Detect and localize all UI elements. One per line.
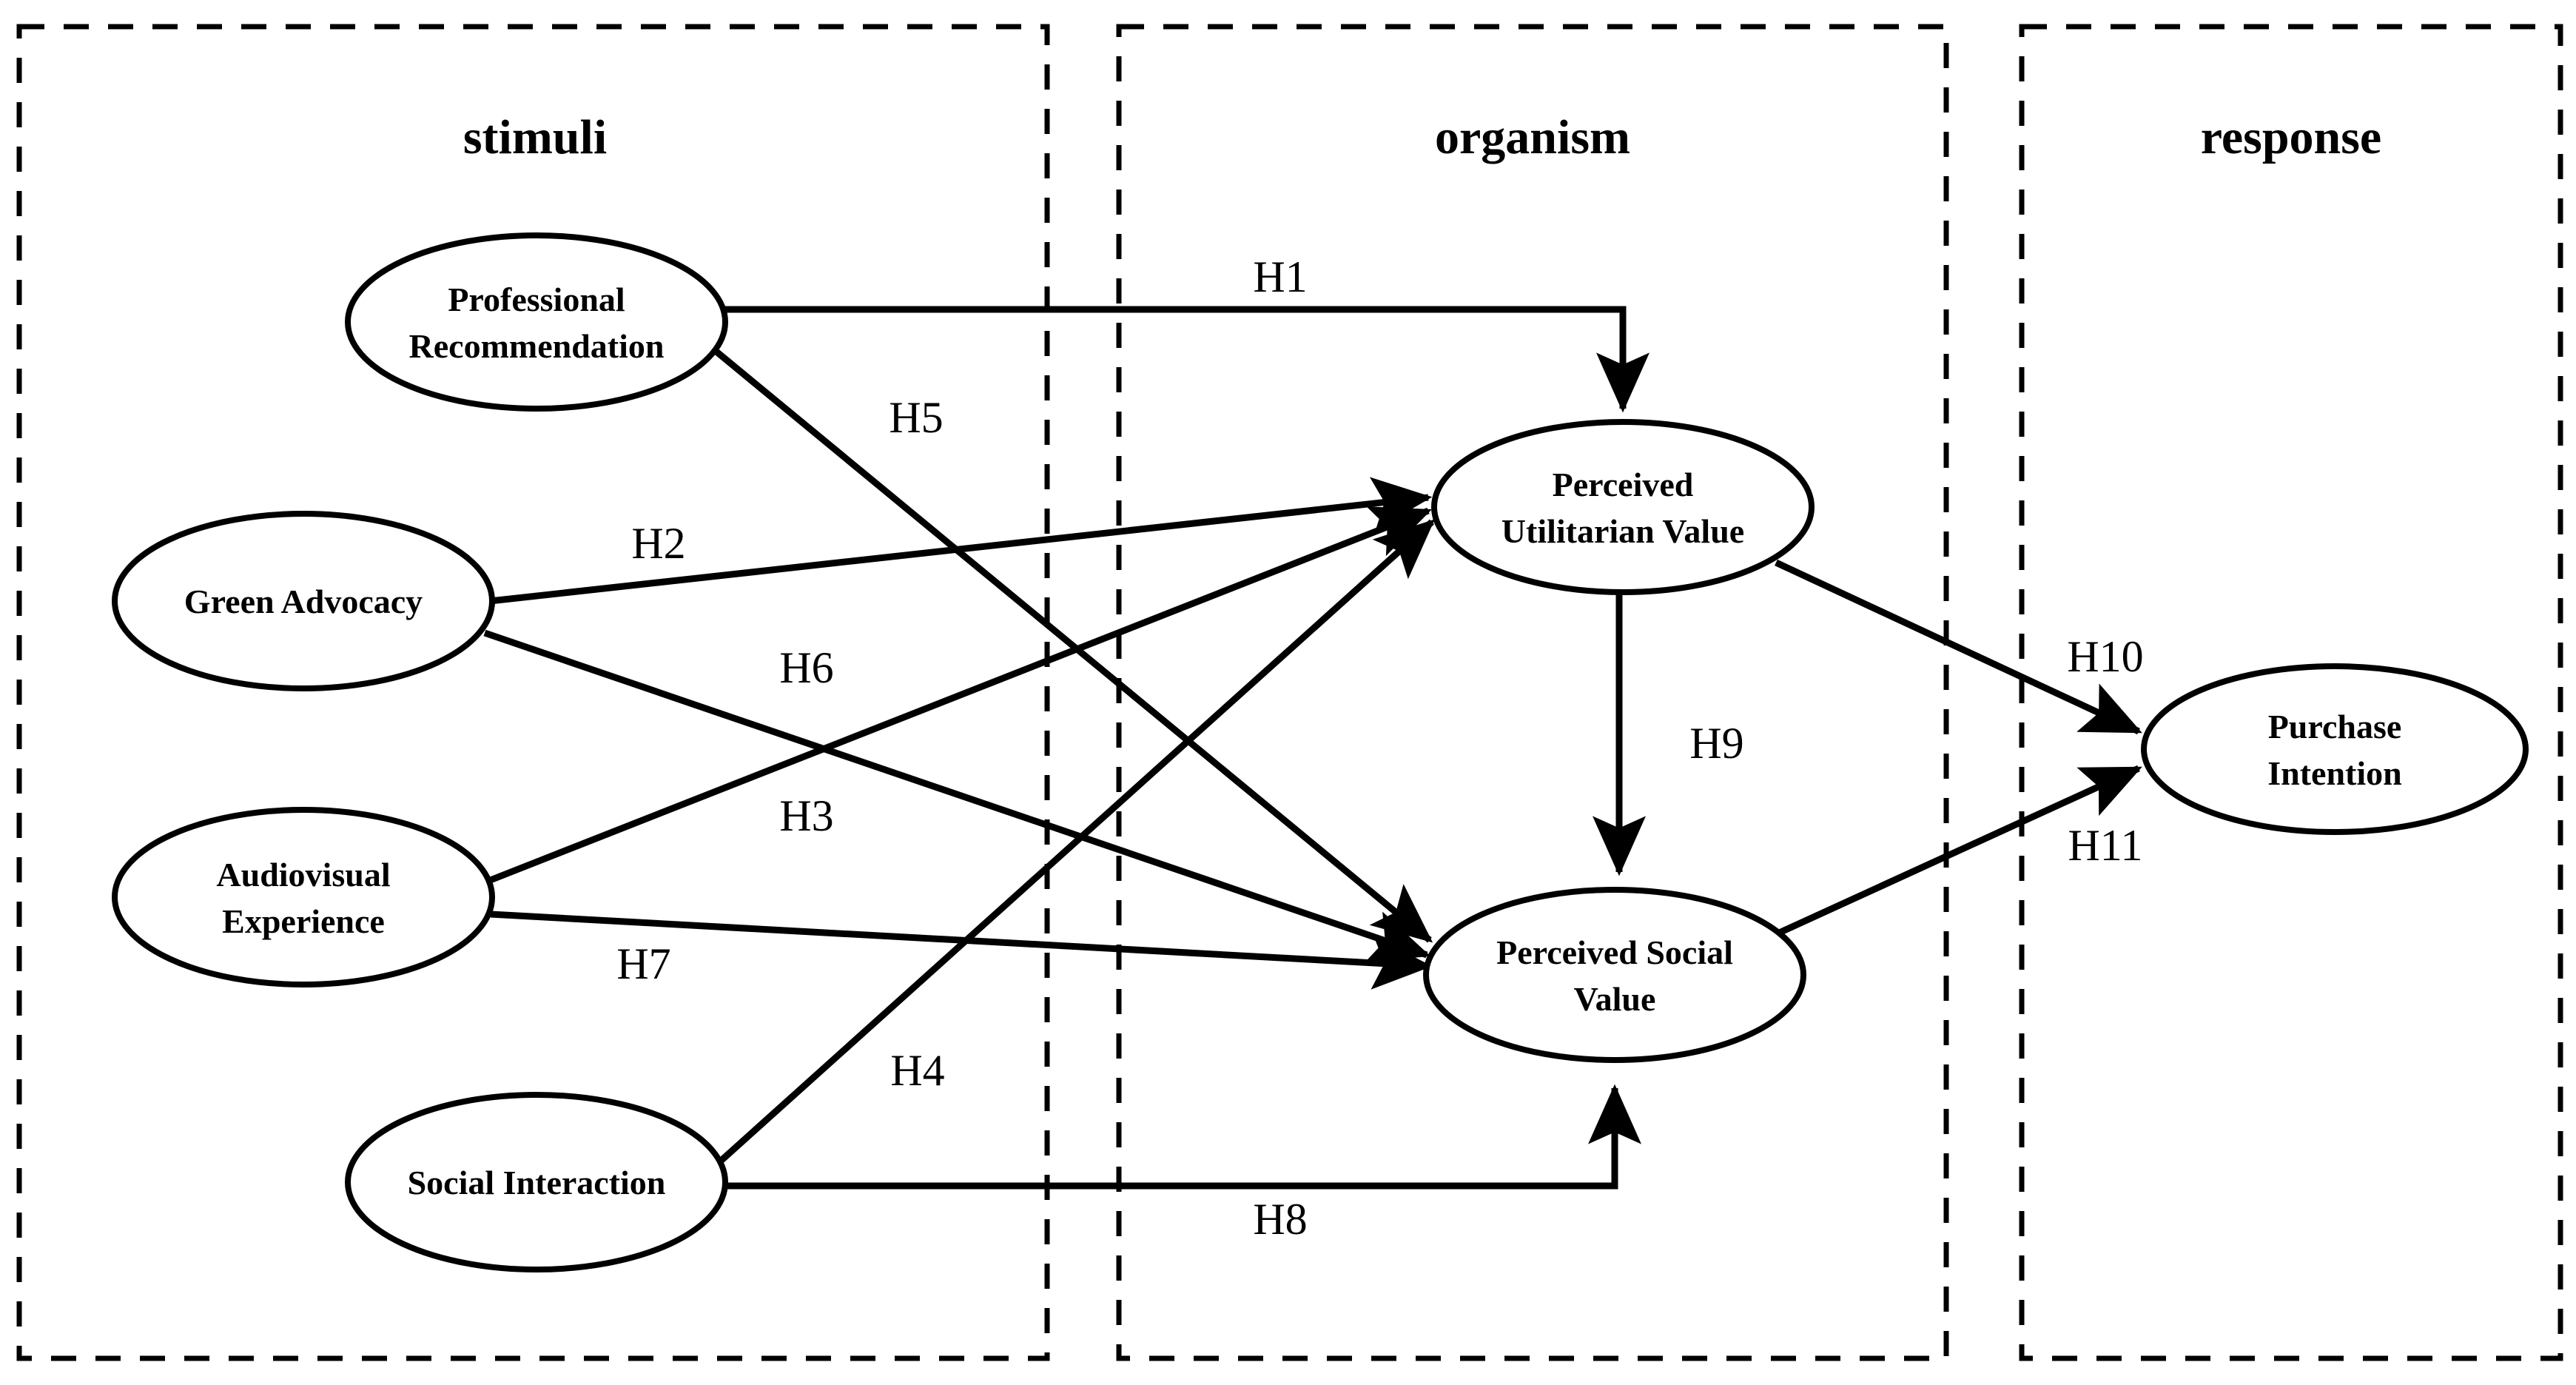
hypothesis-label-h8: H8 bbox=[1253, 1195, 1307, 1244]
edge-h2 bbox=[489, 477, 1433, 605]
node-green-advocacy[interactable]: Green Advocacy bbox=[112, 511, 495, 691]
node-shape-social-interaction[interactable] bbox=[345, 1092, 728, 1272]
panel-title-organism: organism bbox=[1435, 110, 1630, 164]
edge-h3 bbox=[487, 506, 1433, 885]
panel-box-organism bbox=[1116, 24, 1949, 1361]
panel-box-stimuli bbox=[16, 24, 1050, 1361]
edges bbox=[483, 306, 2142, 1190]
panel-title-response: response bbox=[2201, 110, 2381, 164]
panel-titles: stimuli organism response bbox=[463, 110, 2381, 164]
hypothesis-label-h11: H11 bbox=[2068, 821, 2142, 870]
hypothesis-label-h10: H10 bbox=[2067, 632, 2143, 681]
edge-h8 bbox=[724, 1084, 1641, 1190]
node-label-perceived-utilitarian-value-line1: Perceived bbox=[1553, 466, 1694, 503]
node-purchase-intention[interactable]: Purchase Intention bbox=[2141, 663, 2529, 835]
hypothesis-label-h1: H1 bbox=[1253, 252, 1307, 301]
node-label-perceived-utilitarian-value-line2: Utilitarian Value bbox=[1501, 512, 1744, 550]
node-label-social-interaction: Social Interaction bbox=[408, 1164, 666, 1201]
hypothesis-label-h6: H6 bbox=[779, 643, 833, 692]
panel-title-stimuli: stimuli bbox=[463, 110, 607, 164]
node-perceived-social-value[interactable]: Perceived Social Value bbox=[1423, 887, 1806, 1063]
hypothesis-label-h5: H5 bbox=[889, 393, 943, 442]
hypothesis-label-h4: H4 bbox=[890, 1046, 944, 1095]
node-label-perceived-social-value-line2: Value bbox=[1574, 980, 1656, 1018]
node-shape-green-advocacy[interactable] bbox=[112, 511, 495, 691]
node-label-professional-recommendation-line1: Professional bbox=[448, 281, 625, 318]
node-label-professional-recommendation-line2: Recommendation bbox=[409, 327, 665, 365]
hypothesis-labels: H1 H2 H3 H4 H5 H6 H7 H8 H9 H10 H11 bbox=[616, 252, 2143, 1244]
node-label-audiovisual-experience-line1: Audiovisual bbox=[216, 856, 390, 893]
hypothesis-label-h2: H2 bbox=[631, 519, 685, 568]
edge-h10 bbox=[1775, 559, 2142, 735]
node-label-perceived-social-value-line1: Perceived Social bbox=[1496, 933, 1733, 971]
edge-h11 bbox=[1775, 765, 2142, 938]
edge-h1 bbox=[722, 306, 1649, 413]
edge-h6 bbox=[483, 629, 1431, 962]
node-shape-professional-recommendation[interactable] bbox=[345, 232, 728, 412]
node-label-purchase-intention-line2: Intention bbox=[2267, 754, 2401, 792]
node-label-audiovisual-experience-line2: Experience bbox=[222, 902, 385, 940]
node-label-purchase-intention-line1: Purchase bbox=[2268, 708, 2402, 745]
node-social-interaction[interactable]: Social Interaction bbox=[345, 1092, 728, 1272]
panel-box-response bbox=[2019, 24, 2563, 1361]
node-professional-recommendation[interactable]: Professional Recommendation bbox=[345, 232, 728, 412]
edge-h4 bbox=[716, 519, 1436, 1165]
node-label-green-advocacy: Green Advocacy bbox=[184, 583, 423, 620]
panel-boxes bbox=[16, 24, 2563, 1361]
node-perceived-utilitarian-value[interactable]: Perceived Utilitarian Value bbox=[1431, 419, 1815, 595]
node-audiovisual-experience[interactable]: Audiovisual Experience bbox=[112, 807, 495, 987]
node-shape-audiovisual-experience[interactable] bbox=[112, 807, 495, 987]
hypothesis-label-h3: H3 bbox=[779, 791, 833, 840]
node-shape-perceived-utilitarian-value[interactable] bbox=[1431, 419, 1815, 595]
edge-h5 bbox=[710, 345, 1433, 943]
edge-h7 bbox=[490, 911, 1433, 990]
hypothesis-label-h9: H9 bbox=[1689, 719, 1743, 768]
nodes: Professional Recommendation Green Advoca… bbox=[112, 232, 2529, 1272]
node-shape-perceived-social-value[interactable] bbox=[1423, 887, 1806, 1063]
node-shape-purchase-intention[interactable] bbox=[2141, 663, 2529, 835]
hypothesis-label-h7: H7 bbox=[616, 939, 670, 988]
